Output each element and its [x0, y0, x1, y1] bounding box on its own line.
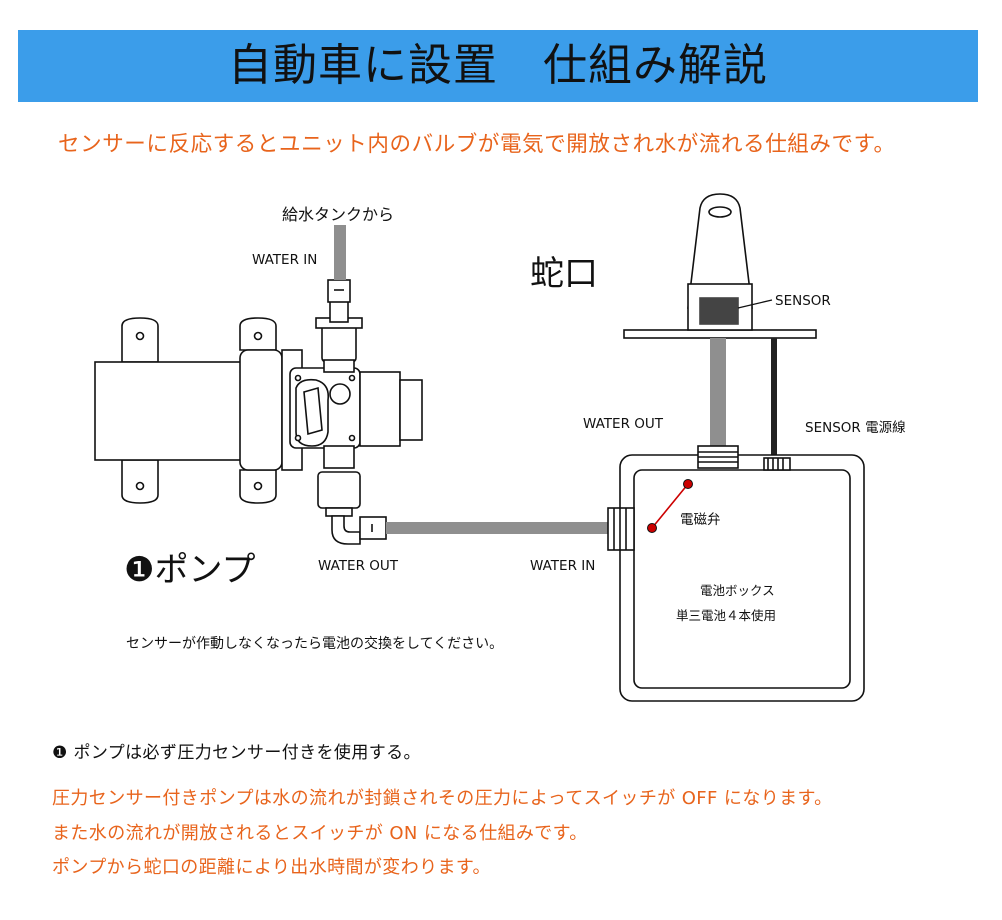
pump-water-in-label: WATER IN — [252, 252, 318, 268]
page-title: 自動車に設置 仕組み解説 — [228, 40, 768, 91]
battery-box-label: 電池ボックス — [700, 583, 775, 598]
pump-requirement-note: ❶ ポンプは必ず圧力センサー付きを使用する。 — [52, 743, 421, 763]
pump-illustration — [94, 279, 423, 545]
explanation-line-1: 圧力センサー付きポンプは水の流れが封鎖されその圧力によってスイッチが OFF に… — [52, 788, 833, 809]
title-banner: 自動車に設置 仕組み解説 — [18, 30, 978, 102]
sensor-power-label: SENSOR 電源線 — [805, 420, 906, 436]
supply-label: 給水タンクから — [282, 205, 395, 224]
battery-note: センサーが作動しなくなったら電池の交換をしてください。 — [126, 636, 504, 652]
control-box — [607, 445, 865, 702]
sensor-leader-line — [737, 299, 773, 309]
faucet-label: 蛇口 — [530, 254, 598, 294]
sensor-label: SENSOR — [775, 293, 831, 309]
solenoid-label: 電磁弁 — [680, 512, 721, 528]
explanation-line-3: ポンプから蛇口の距離により出水時間が変わります。 — [52, 857, 491, 878]
pump-water-out-label: WATER OUT — [318, 558, 398, 574]
faucet-illustration — [623, 193, 817, 339]
hose-pump-to-box — [386, 522, 608, 534]
explanation-line-2: また水の流れが開放されるとスイッチが ON になる仕組みです。 — [52, 823, 588, 844]
box-water-out-label: WATER OUT — [583, 416, 663, 432]
pump-label: ❶ポンプ — [124, 550, 256, 590]
solenoid-valve — [647, 479, 693, 533]
intro-text: センサーに反応するとユニット内のバルブが電気で開放され水が流れる仕組みです。 — [58, 132, 896, 157]
supply-pipe — [334, 225, 346, 280]
box-water-in-label: WATER IN — [530, 558, 596, 574]
battery-spec-label: 単三電池４本使用 — [676, 608, 777, 623]
sensor-power-wire — [771, 338, 777, 460]
water-out-pipe — [710, 338, 726, 446]
